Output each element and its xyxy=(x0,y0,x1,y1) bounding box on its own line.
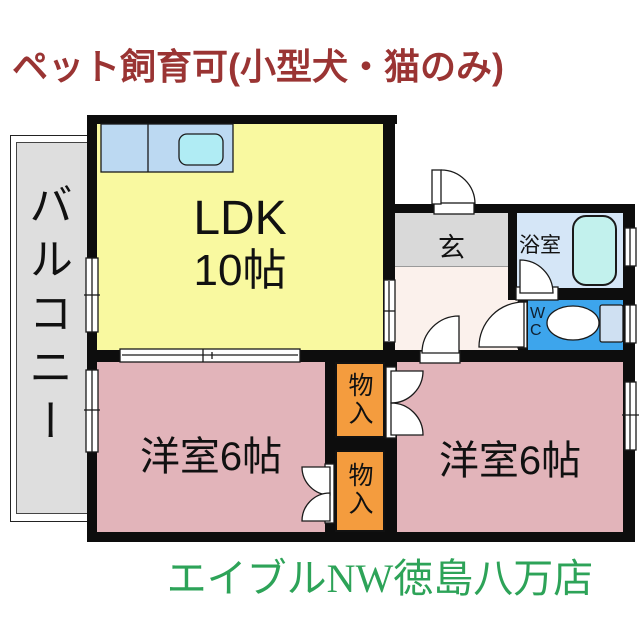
ldk-label: LDK 10帖 xyxy=(97,192,383,295)
storage-lower-label: 物入 xyxy=(345,462,373,518)
wall-ldk-right xyxy=(383,115,395,352)
wall-entrance-top xyxy=(383,204,635,213)
agency-name: エイブルNW徳島八万店 xyxy=(166,556,594,601)
wc-label-line1: W xyxy=(530,305,546,322)
ldk-name: LDK xyxy=(193,192,287,245)
balcony-label: バルコニー xyxy=(22,182,71,452)
entrance-label: 玄 xyxy=(438,233,465,263)
ldk-size: 10帖 xyxy=(193,245,287,295)
wall-middle xyxy=(87,350,635,362)
wall-bottom xyxy=(87,532,635,542)
room-right-label: 洋室6帖 xyxy=(438,439,582,483)
bathroom-label: 浴室 xyxy=(519,234,561,257)
entrance-area xyxy=(395,213,508,267)
storage-lower xyxy=(335,450,385,532)
western-room-left xyxy=(97,362,325,532)
room-left-label: 洋室6帖 xyxy=(139,435,283,479)
wc-label-line2: C xyxy=(530,322,542,339)
storage-upper xyxy=(335,362,385,438)
wall-right xyxy=(623,204,635,542)
wall-wc-left xyxy=(518,300,528,352)
hallway xyxy=(395,267,518,352)
wc-label: W C xyxy=(530,305,545,339)
storage-upper-label: 物入 xyxy=(345,372,373,428)
wall-top xyxy=(87,115,397,124)
wall-bath-left xyxy=(508,213,517,300)
pet-policy-title: ペット飼育可(小型犬・猫のみ) xyxy=(12,46,504,87)
balcony-floor xyxy=(16,142,89,514)
wall-left xyxy=(87,115,97,542)
wall-bath-bottom xyxy=(508,288,635,300)
wall-storage-divider xyxy=(325,438,397,450)
western-room-right xyxy=(397,362,623,532)
